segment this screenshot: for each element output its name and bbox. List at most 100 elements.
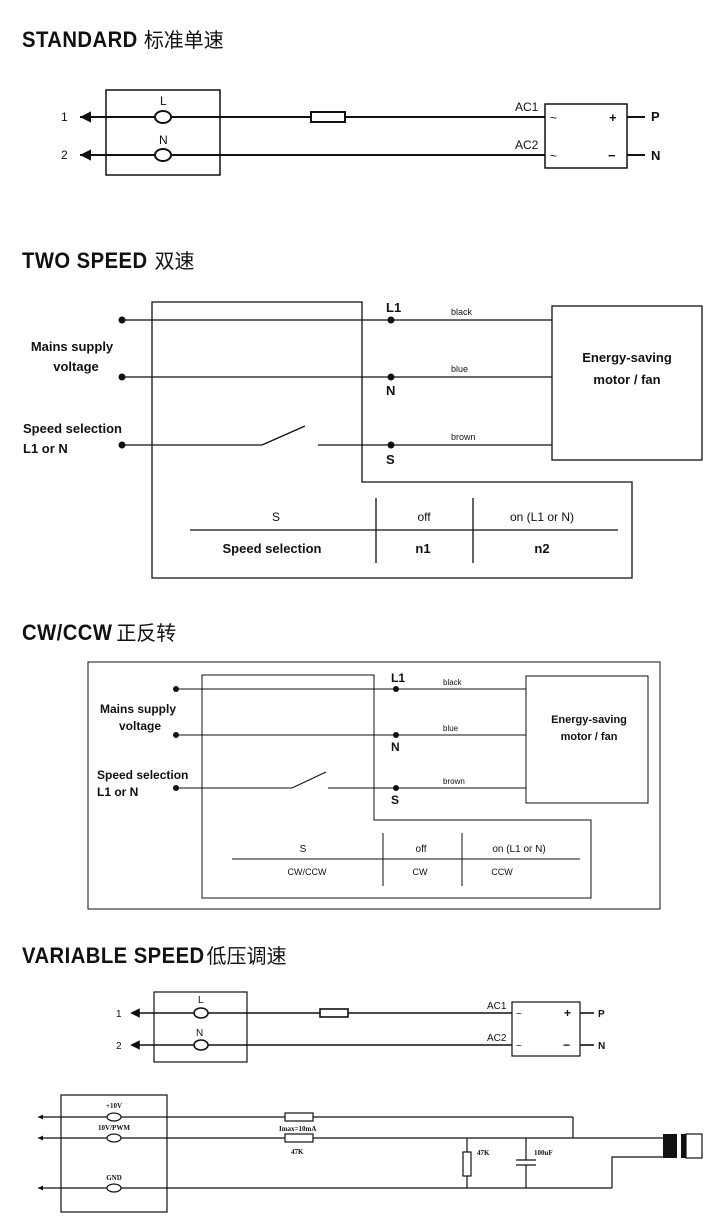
standard-out-n: N bbox=[651, 148, 660, 163]
standard-plus: + bbox=[609, 110, 617, 125]
two-speed-table-r3: n2 bbox=[534, 541, 549, 556]
variable-out-n: N bbox=[598, 1041, 605, 1052]
two-speed-node-mains-2 bbox=[118, 373, 126, 381]
variable-tilde-1: ~ bbox=[516, 1009, 522, 1020]
variable-rectifier bbox=[511, 1001, 581, 1057]
two-speed-n-label: N bbox=[386, 383, 395, 398]
two-speed-diagram bbox=[122, 301, 703, 579]
two-speed-motor-line1: Energy-saving bbox=[582, 350, 672, 365]
standard-arrow-1 bbox=[79, 111, 91, 123]
variable-control-box bbox=[60, 1094, 168, 1213]
cw-ccw-title-en: CW/CCW bbox=[22, 620, 113, 645]
variable-connector-right bbox=[685, 1133, 703, 1159]
cw-ccw-node-mains-1 bbox=[173, 686, 179, 692]
cw-ccw-table-h2: off bbox=[416, 844, 427, 855]
cw-ccw-mains-line1: Mains supply bbox=[100, 702, 176, 716]
variable-l-label: L bbox=[198, 995, 204, 1006]
two-speed-node-s bbox=[387, 441, 395, 449]
variable-title-en: VARIABLE SPEED bbox=[22, 943, 205, 968]
cw-ccw-node-speed bbox=[173, 785, 179, 791]
variable-terminal-1-label: 1 bbox=[116, 1009, 122, 1020]
two-speed-wire-black-label: black bbox=[451, 307, 473, 317]
standard-ac1-label: AC1 bbox=[515, 100, 539, 114]
cw-ccw-wire-brown-label: brown bbox=[443, 777, 465, 786]
cw-ccw-switch bbox=[291, 771, 327, 789]
variable-arrow-1 bbox=[130, 1008, 140, 1018]
cw-ccw-motor-line2: motor / fan bbox=[561, 731, 618, 743]
two-speed-nodes bbox=[118, 316, 395, 449]
variable-terminal-box bbox=[153, 991, 248, 1063]
two-speed-motor-line2: motor / fan bbox=[593, 372, 660, 387]
cw-ccw-wire-blue-label: blue bbox=[443, 724, 459, 733]
two-speed-wire-blue-label: blue bbox=[451, 364, 468, 374]
variable-arrow-2 bbox=[130, 1040, 140, 1050]
variable-terminal-10v bbox=[106, 1112, 122, 1122]
variable-ac1-label: AC1 bbox=[487, 1001, 507, 1012]
standard-ac2-label: AC2 bbox=[515, 138, 539, 152]
standard-l-label: L bbox=[160, 94, 167, 108]
variable-gnd-label: GND bbox=[106, 1174, 122, 1182]
variable-terminal-n bbox=[193, 1039, 209, 1051]
two-speed-title-zh: 双速 bbox=[154, 249, 195, 273]
variable-resistor-series bbox=[284, 1133, 314, 1143]
variable-input-arrow-pwm bbox=[38, 1135, 43, 1141]
cw-ccw-table-r3: CCW bbox=[491, 867, 513, 877]
two-speed-speed-line1: Speed selection bbox=[23, 421, 122, 436]
two-speed-heading: TWO SPEED 双速 bbox=[22, 245, 195, 274]
variable-diagram bbox=[130, 991, 594, 1063]
two-speed-node-n bbox=[387, 373, 395, 381]
variable-cap-label: 100uF bbox=[534, 1149, 553, 1157]
standard-fuse bbox=[310, 111, 346, 123]
cw-ccw-motor-box bbox=[525, 675, 649, 804]
variable-connector-left bbox=[663, 1134, 677, 1158]
two-speed-title-en: TWO SPEED bbox=[22, 248, 148, 273]
standard-tilde-1: ~ bbox=[550, 111, 557, 125]
variable-connector-mid bbox=[681, 1134, 686, 1158]
cw-ccw-wire-black-label: black bbox=[443, 678, 463, 687]
variable-fuse bbox=[319, 1008, 349, 1018]
two-speed-node-speed bbox=[118, 441, 126, 449]
variable-minus: − bbox=[563, 1038, 570, 1052]
cw-ccw-table-h1: S bbox=[300, 844, 307, 855]
standard-rectifier bbox=[544, 103, 628, 169]
standard-terminal-1-label: 1 bbox=[61, 110, 68, 124]
variable-imax-label: Imax=10mA bbox=[279, 1125, 316, 1133]
variable-ac2-label: AC2 bbox=[487, 1033, 507, 1044]
cw-ccw-speed-line2: L1 or N bbox=[97, 785, 138, 799]
variable-terminal-l bbox=[193, 1007, 209, 1019]
standard-diagram bbox=[79, 89, 645, 176]
standard-out-p: P bbox=[651, 109, 660, 124]
two-speed-wire-brown-label: brown bbox=[451, 432, 476, 442]
variable-resistor-limit bbox=[284, 1112, 314, 1122]
variable-terminal-gnd bbox=[106, 1183, 122, 1193]
standard-terminal-n bbox=[154, 148, 172, 162]
standard-minus: − bbox=[608, 148, 616, 163]
variable-title-zh: 低压调速 bbox=[206, 944, 287, 968]
variable-plus: + bbox=[564, 1006, 571, 1020]
variable-pwm-label: 10V/PWM bbox=[98, 1124, 130, 1132]
two-speed-node-l1 bbox=[387, 316, 395, 324]
two-speed-s-label: S bbox=[386, 452, 395, 467]
standard-heading: STANDARD 标准单速 bbox=[22, 24, 224, 53]
variable-47k-shunt-label: 47K bbox=[477, 1149, 490, 1157]
cw-ccw-speed-line1: Speed selection bbox=[97, 768, 188, 782]
variable-input-arrows bbox=[38, 1114, 43, 1191]
two-speed-motor-box bbox=[551, 305, 703, 461]
variable-control-circuit bbox=[38, 1094, 663, 1213]
variable-output-connector bbox=[663, 1133, 703, 1159]
cw-ccw-l1-label: L1 bbox=[391, 671, 405, 685]
standard-terminal-box bbox=[105, 89, 221, 176]
cw-ccw-n-label: N bbox=[391, 740, 400, 754]
two-speed-table-r1: Speed selection bbox=[223, 541, 322, 556]
variable-10v-label: +10V bbox=[106, 1102, 122, 1110]
cw-ccw-diagram bbox=[87, 661, 661, 910]
standard-terminal-2-label: 2 bbox=[61, 148, 68, 162]
variable-47k-series-label: 47K bbox=[291, 1148, 304, 1156]
variable-speed-heading: VARIABLE SPEED 低压调速 bbox=[22, 940, 287, 969]
cw-ccw-mains-line2: voltage bbox=[119, 719, 161, 733]
cw-ccw-motor-line1: Energy-saving bbox=[551, 714, 627, 726]
cw-ccw-node-l1 bbox=[393, 686, 399, 692]
cw-ccw-table-h3: on (L1 or N) bbox=[492, 844, 545, 855]
variable-wire-gnd-out bbox=[611, 1156, 663, 1188]
